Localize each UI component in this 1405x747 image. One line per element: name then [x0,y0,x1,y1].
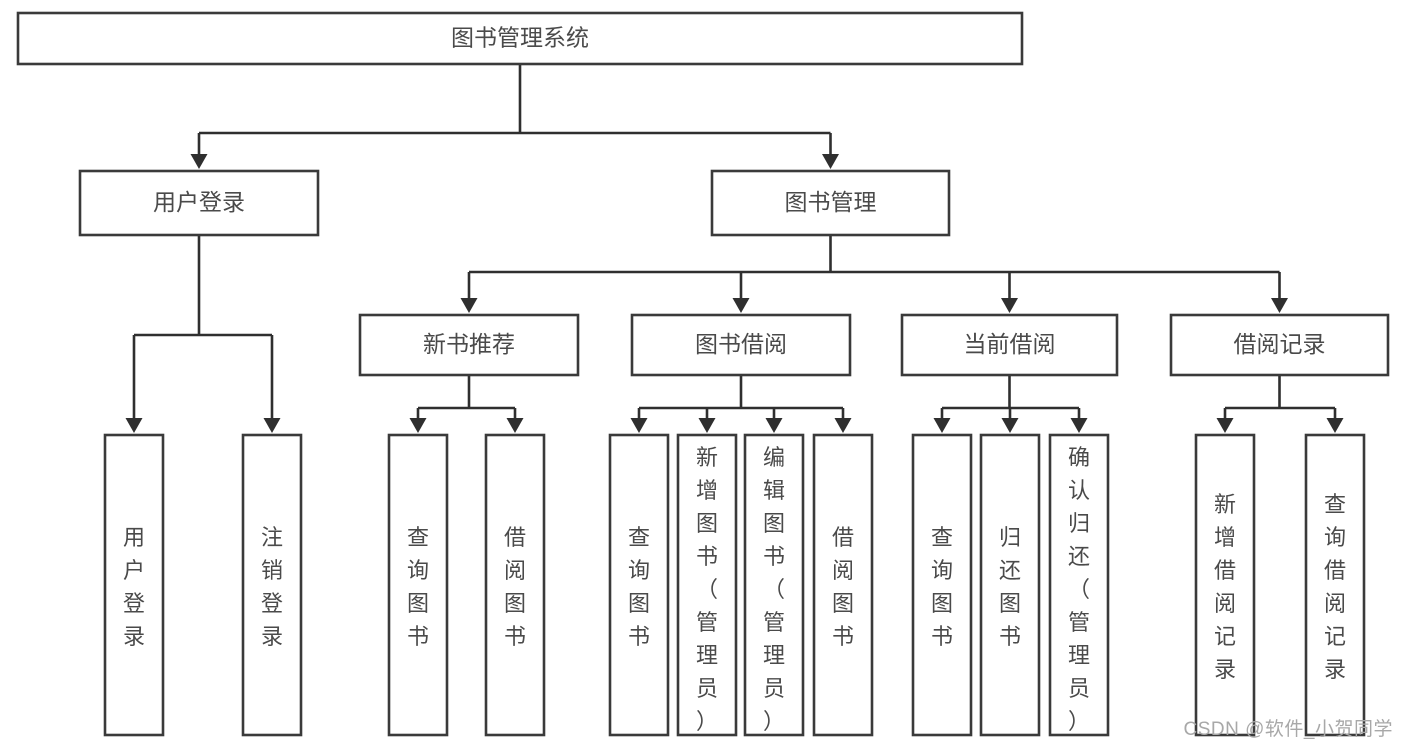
node-new-book-recommend[interactable]: 新书推荐 [358,313,580,377]
node-label: 归还图书 [999,525,1021,649]
node-label: 查询图书 [931,525,953,649]
node-label: 借阅记录 [1234,331,1326,357]
node-box[interactable] [979,433,1041,737]
node-label: 当前借阅 [964,331,1056,357]
node-label: 新书推荐 [423,331,515,357]
arrow-head-icon [630,418,648,433]
node-label: 编辑图书（管理员） [763,445,785,734]
node-root[interactable]: 图书管理系统 [16,11,1024,66]
arrow-head-icon [1001,418,1019,433]
arrow-head-icon [1216,418,1234,433]
node-box[interactable] [387,433,449,737]
arrow-head-icon [460,298,478,313]
arrow-head-icon [834,418,852,433]
node-box[interactable] [358,313,580,377]
arrow-head-icon [1271,298,1288,313]
node-box[interactable] [16,11,1024,66]
arrow-head-icon [1001,298,1018,313]
node-label: 查询借阅记录 [1324,492,1346,682]
node-label: 借阅图书 [832,525,854,649]
arrow-head-icon [933,418,951,433]
node-box[interactable] [1304,433,1366,737]
node-box[interactable] [484,433,546,737]
node-box[interactable] [911,433,973,737]
node-record-query[interactable]: 查询借阅记录 [1304,433,1366,737]
node-box[interactable] [900,313,1119,377]
node-box[interactable] [78,169,320,237]
node-current-return-book[interactable]: 归还图书 [979,433,1041,737]
node-box[interactable] [630,313,852,377]
node-box[interactable] [103,433,165,737]
node-box[interactable] [812,433,874,737]
node-label: 图书管理系统 [451,25,589,51]
node-borrow-query-book[interactable]: 查询图书 [608,433,670,737]
node-borrow-borrow-book[interactable]: 借阅图书 [812,433,874,737]
arrow-head-icon [263,418,281,433]
arrow-head-icon [409,418,427,433]
arrow-head-icon [732,298,750,313]
node-box[interactable] [1194,433,1256,737]
node-label: 确认归还（管理员） [1068,445,1090,734]
node-box[interactable] [1169,313,1390,377]
node-user-login-do[interactable]: 用户登录 [103,433,165,737]
arrow-head-icon [190,154,208,169]
node-recommend-borrow-book[interactable]: 借阅图书 [484,433,546,737]
node-layer: 图书管理系统用户登录用户登录注销登录图书管理新书推荐查询图书借阅图书图书借阅查询… [16,11,1390,737]
node-recommend-query-book[interactable]: 查询图书 [387,433,449,737]
arrow-head-icon [506,418,524,433]
node-book-manage[interactable]: 图书管理 [710,169,951,237]
node-current-query-book[interactable]: 查询图书 [911,433,973,737]
node-user-login[interactable]: 用户登录 [78,169,320,237]
node-label: 图书管理 [785,189,877,215]
node-label: 用户登录 [123,525,145,649]
node-borrow-edit-book[interactable]: 编辑图书（管理员） [743,433,805,737]
connector-layer [125,64,1344,433]
arrow-head-icon [1326,418,1344,433]
node-label: 图书借阅 [695,331,787,357]
node-label: 查询图书 [407,525,429,649]
node-user-logout[interactable]: 注销登录 [241,433,303,737]
node-box[interactable] [1048,433,1110,737]
arrow-head-icon [698,418,716,433]
node-book-borrow[interactable]: 图书借阅 [630,313,852,377]
node-label: 查询图书 [628,525,650,649]
node-label: 新增借阅记录 [1214,492,1236,682]
node-current-borrow[interactable]: 当前借阅 [900,313,1119,377]
node-borrow-record[interactable]: 借阅记录 [1169,313,1390,377]
node-label: 借阅图书 [504,525,526,649]
node-box[interactable] [743,433,805,737]
node-box[interactable] [241,433,303,737]
arrow-head-icon [125,418,143,433]
node-box[interactable] [608,433,670,737]
node-label: 注销登录 [261,525,283,649]
node-box[interactable] [676,433,738,737]
node-box[interactable] [710,169,951,237]
node-current-confirm-return[interactable]: 确认归还（管理员） [1048,433,1110,737]
node-label: 用户登录 [153,189,245,215]
node-label: 新增图书（管理员） [696,445,718,734]
node-record-add[interactable]: 新增借阅记录 [1194,433,1256,737]
node-borrow-add-book[interactable]: 新增图书（管理员） [676,433,738,737]
arrow-head-icon [1070,418,1088,433]
arrow-head-icon [765,418,783,433]
arrow-head-icon [822,154,839,169]
